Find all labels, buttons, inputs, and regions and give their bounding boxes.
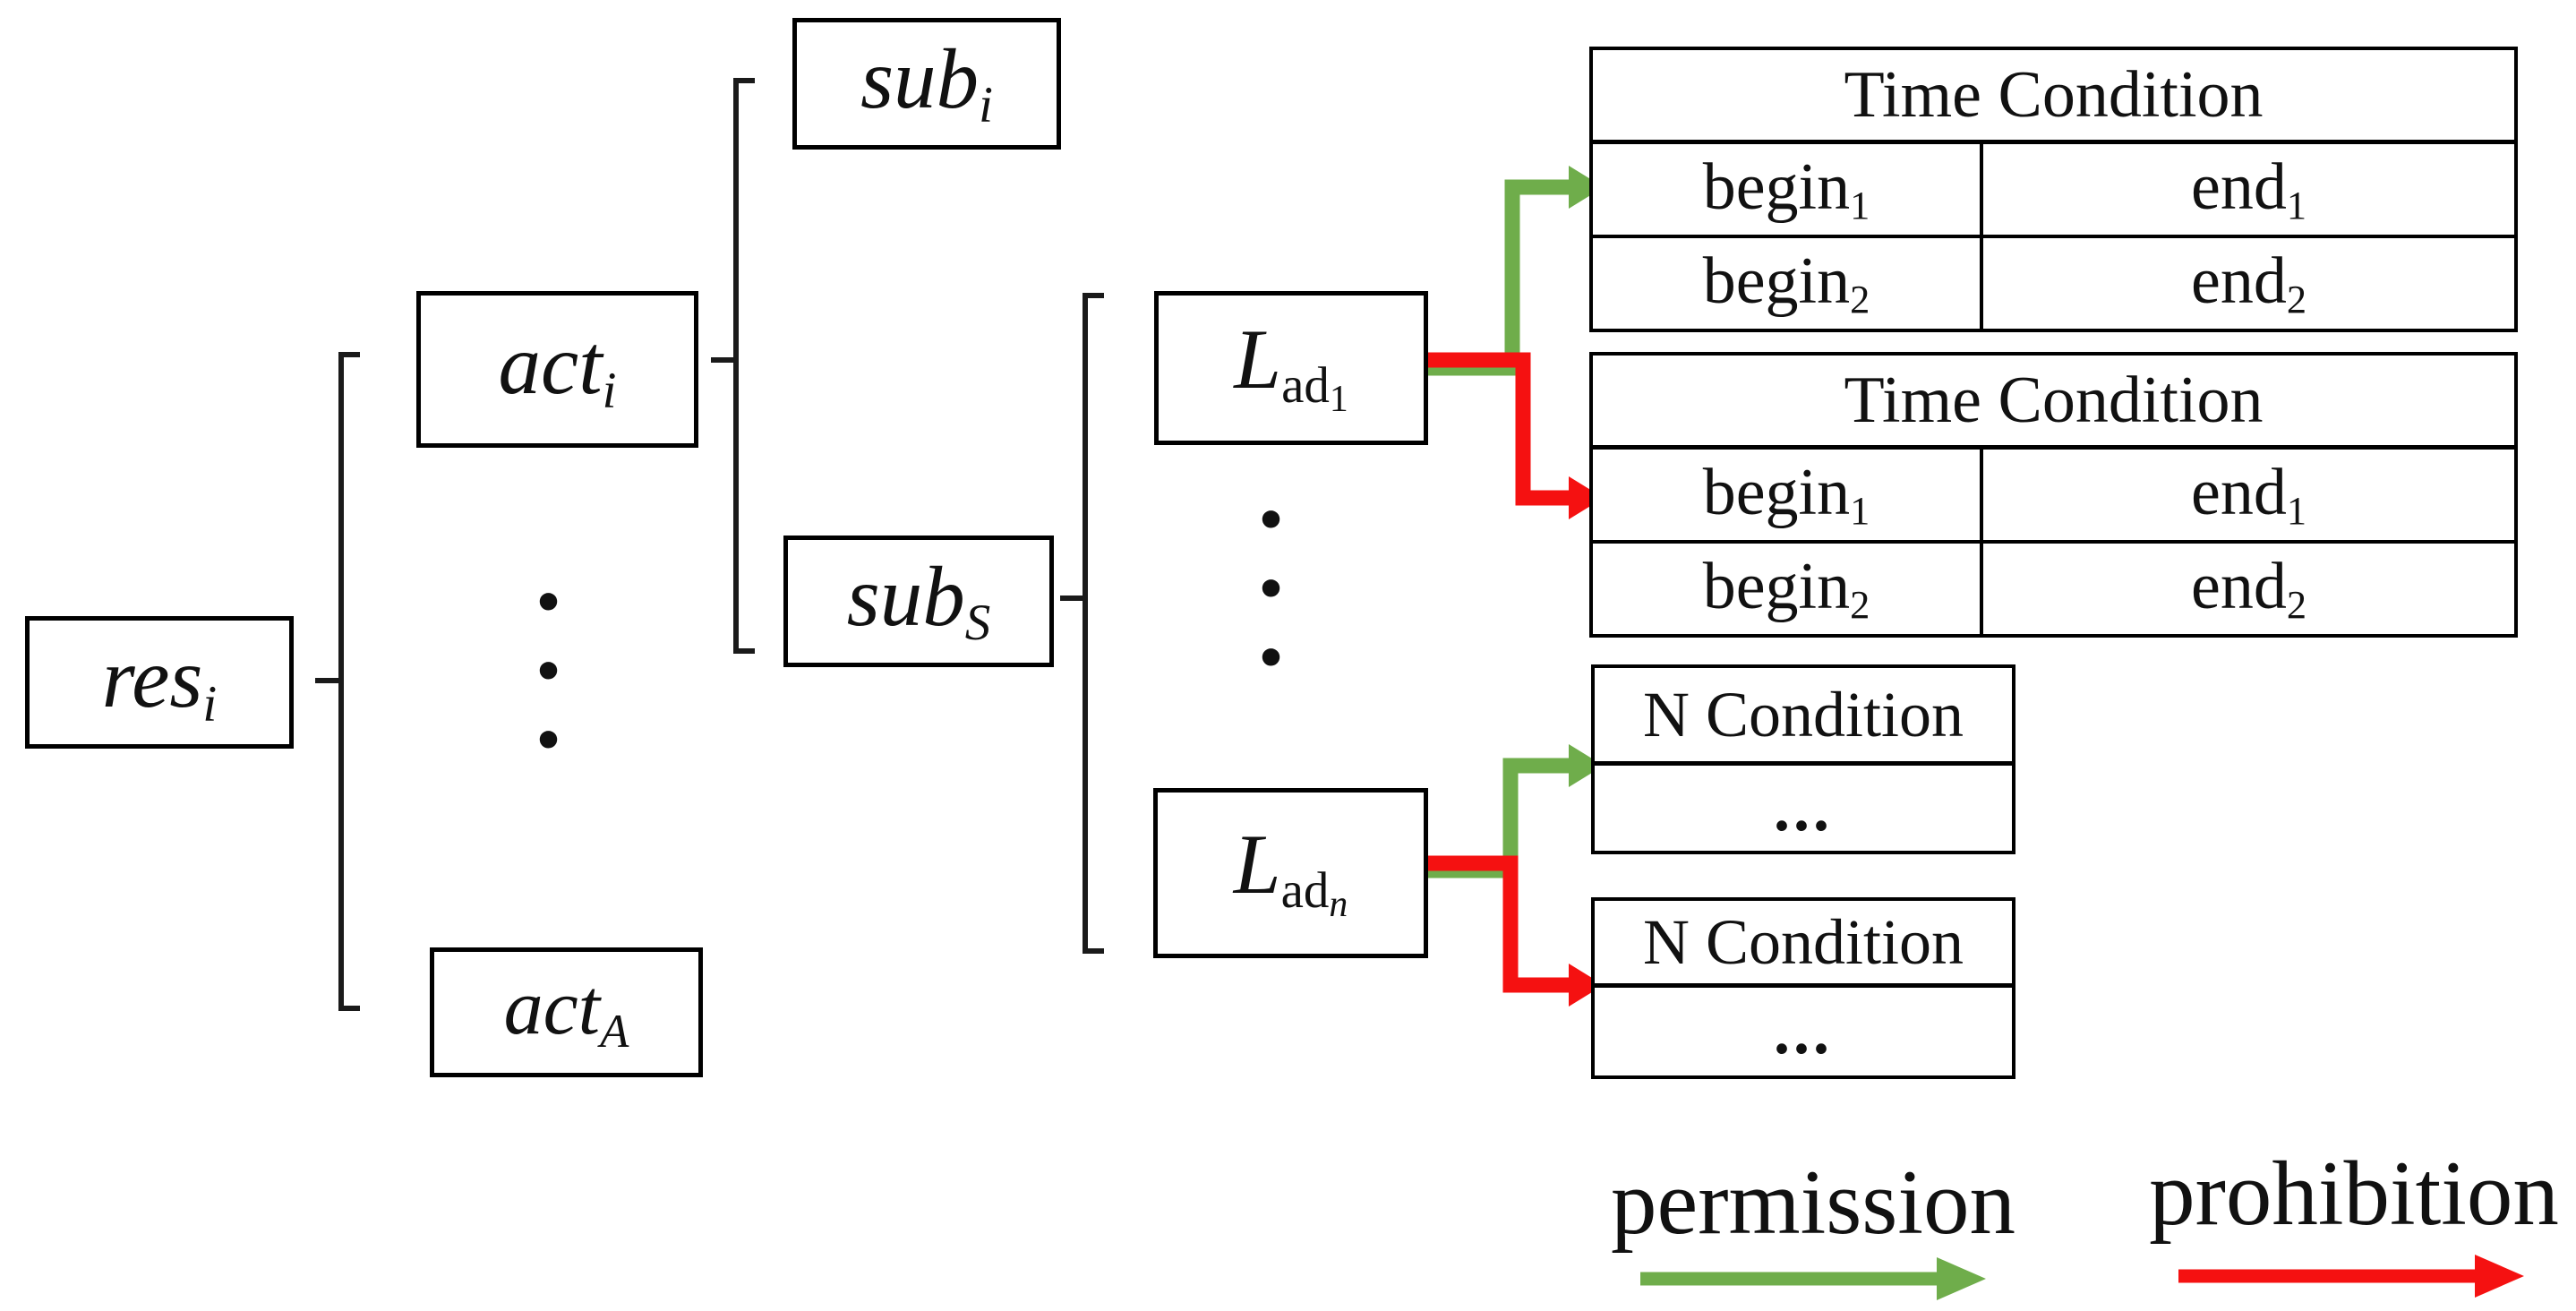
time-condition-table-prohibition: Time Condition begin1 end1 begin2 end2 [1589,352,2518,638]
n-condition-table-prohibition: N Condition ... [1591,897,2015,1079]
l-ad-n-node: Ladn [1153,788,1428,958]
prohibition-arrow-ladn [1419,855,1604,1007]
n-condition-table-permission: N Condition ... [1591,664,2015,854]
act-i-node: acti [416,291,698,448]
end1-cell: end1 [2190,455,2307,533]
bracket-res-to-acts [315,352,360,1011]
begin2-cell: begin2 [1593,544,1983,634]
bracket-sub-to-lads [1060,293,1104,954]
act-i-node-label: acti [498,317,617,419]
begin1-cell: begin1 [1593,450,1983,540]
end2-cell: end2 [2190,549,2307,627]
acts-vertical-ellipsis: . . . [535,513,562,770]
n-condition-body: ... [1774,772,1833,844]
act-a-node: actA [430,947,703,1077]
time-condition-header: Time Condition [1593,50,2514,144]
begin1-cell: begin1 [1593,144,1983,235]
sub-i-node: subi [792,18,1061,150]
table-row: begin1 end1 [1593,450,2514,544]
time-condition-header: Time Condition [1593,356,2514,450]
n-condition-header: N Condition [1595,668,2012,766]
end1-cell: end1 [2190,150,2307,227]
time-condition-table-permission: Time Condition begin1 end1 begin2 end2 [1589,47,2518,332]
l-ad-n-node-label: Ladn [1233,817,1348,926]
permission-arrow-ladn [1419,744,1604,878]
end2-cell: end2 [2190,244,2307,321]
table-row: begin2 end2 [1593,544,2514,634]
begin2-cell: begin2 [1593,238,1983,329]
res-node: resi [25,616,294,749]
n-condition-header: N Condition [1595,901,2012,988]
n-condition-body: ... [1774,996,1833,1067]
sub-s-node-label: subS [846,549,991,651]
table-row: begin1 end1 [1593,144,2514,238]
permission-legend-arrow [1640,1257,1986,1300]
act-a-node-label: actA [503,964,629,1058]
sub-s-node: subS [783,536,1054,667]
l-ad-1-node-label: Lad1 [1234,312,1348,421]
permission-arrow-lad1 [1419,166,1604,376]
l-ad-1-node: Lad1 [1154,291,1428,445]
bracket-act-to-subs [711,78,755,654]
prohibition-arrow-lad1 [1419,352,1604,519]
permission-legend-label: permission [1610,1152,2016,1254]
prohibition-legend-label: prohibition [2149,1143,2559,1245]
prohibition-legend-arrow [2178,1255,2524,1298]
lads-vertical-ellipsis: . . . [1257,431,1285,688]
sub-i-node-label: subi [860,31,993,133]
table-row: begin2 end2 [1593,238,2514,329]
res-node-label: resi [101,630,218,733]
